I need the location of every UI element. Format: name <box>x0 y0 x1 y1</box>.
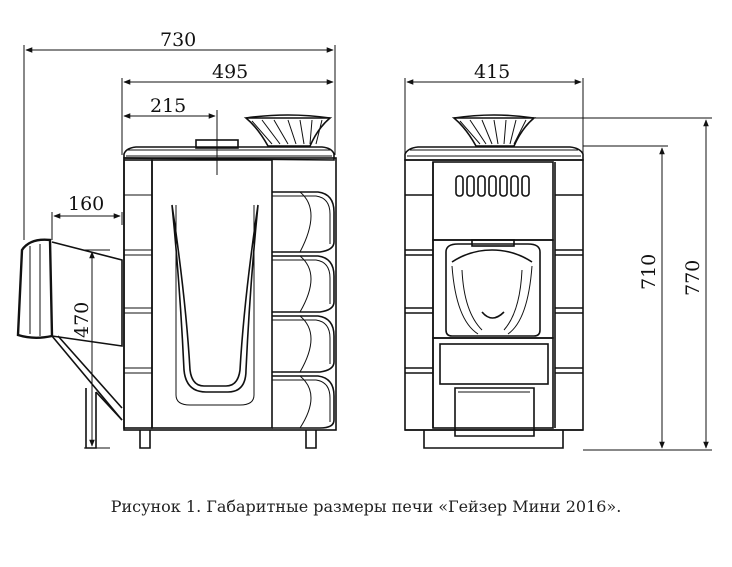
stone-bowl-side <box>243 114 333 147</box>
figure-caption: Рисунок 1. Габаритные размеры печи «Гейз… <box>110 497 622 516</box>
front-view: 415 710 770 <box>404 61 712 451</box>
ash-pan <box>432 337 554 437</box>
dim-label-470: 470 <box>71 302 93 338</box>
chimney-pipe <box>16 238 123 449</box>
dim-label-215: 215 <box>150 95 186 117</box>
dim-label-710: 710 <box>638 254 660 290</box>
dim-label-160: 160 <box>68 193 104 215</box>
firebox-door <box>432 239 554 339</box>
vent-slots <box>455 175 530 197</box>
side-view: 730 495 215 160 470 <box>16 29 337 449</box>
stone-mesh-side <box>272 191 335 429</box>
stone-bowl-front <box>451 114 537 147</box>
dim-label-730: 730 <box>160 29 196 51</box>
dim-label-770: 770 <box>682 260 704 296</box>
dim-label-495: 495 <box>212 61 248 83</box>
dim-label-415: 415 <box>474 61 510 83</box>
stove-drawing: 730 495 215 160 470 <box>16 29 712 451</box>
